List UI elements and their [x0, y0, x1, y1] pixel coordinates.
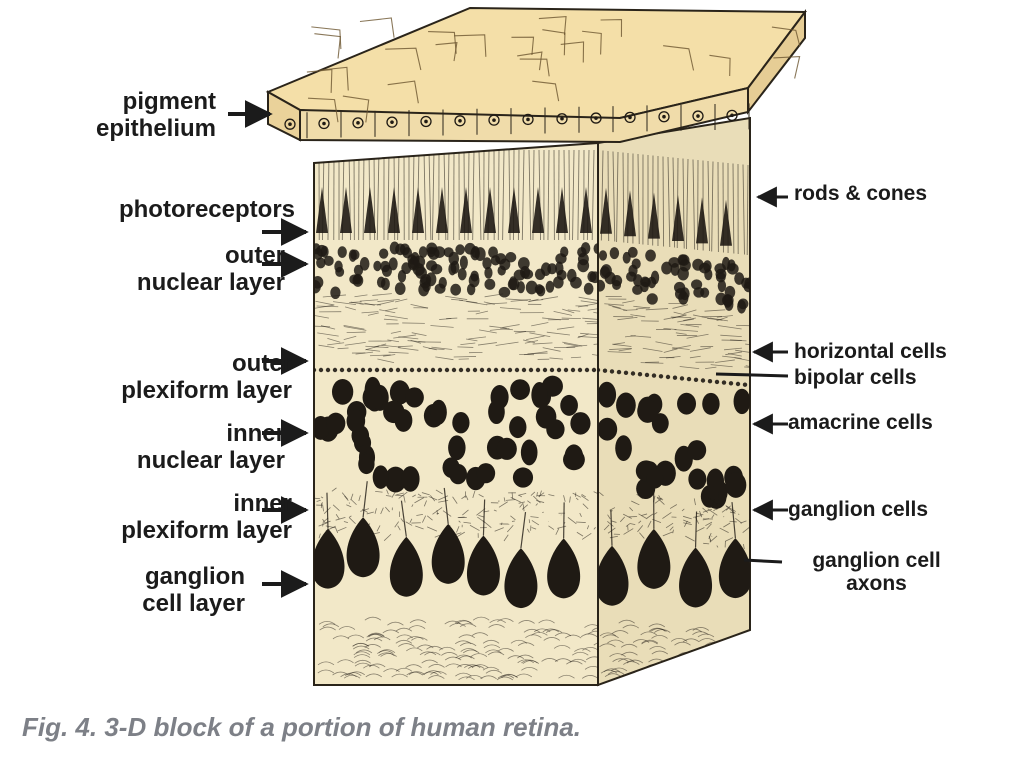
label-photoreceptors: photoreceptors: [118, 196, 295, 223]
label-rods-and-cones: rods & cones: [794, 182, 928, 205]
label-amacrine-cells: amacrine cells: [788, 411, 933, 434]
label-horizontal-cells: horizontal cells: [794, 340, 947, 363]
pointer-ganglion-cell-axons: [743, 558, 783, 564]
right-arrows: [715, 186, 789, 564]
pigment-epithelium-slab: [265, 6, 807, 144]
pointer-bipolar-cells: [715, 372, 789, 378]
slab-right-edge: [747, 9, 806, 115]
figure-caption: Fig. 4. 3-D block of a portion of human …: [22, 712, 582, 742]
label-bipolar-cells: bipolar cells: [794, 366, 917, 389]
label-ganglion-cells: ganglion cells: [788, 498, 929, 521]
left-arrows: [228, 100, 309, 598]
retina-block: [313, 116, 751, 687]
